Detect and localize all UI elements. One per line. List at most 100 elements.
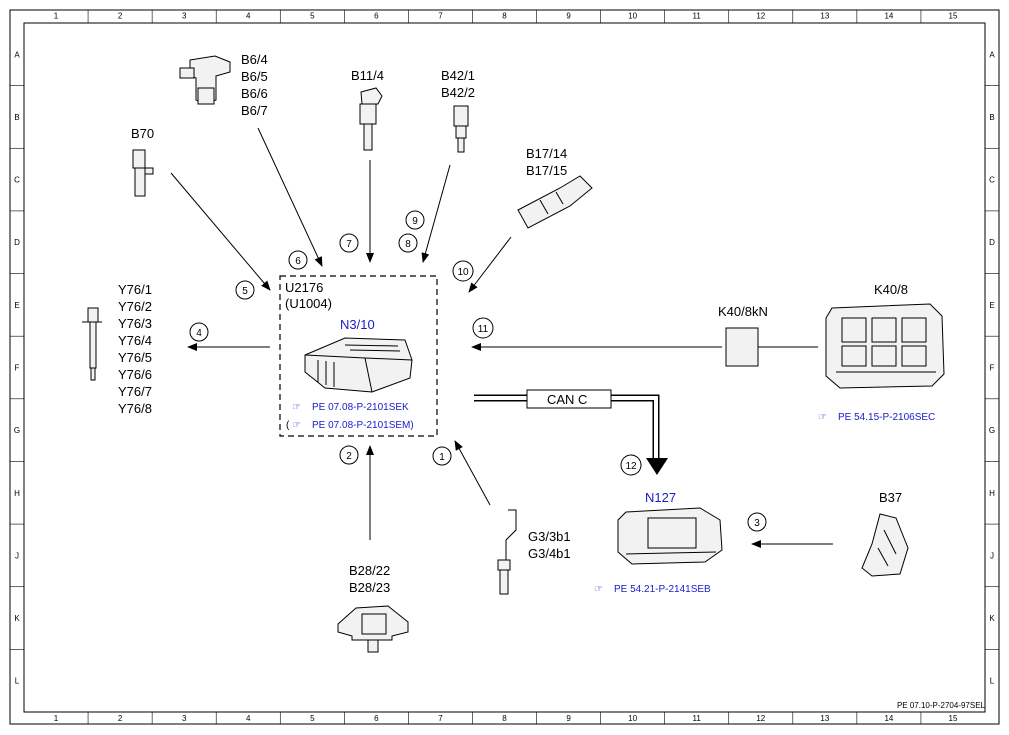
k40-8-label: K40/8	[874, 282, 908, 297]
arrow-6	[257, 127, 323, 267]
b70-label: B70	[131, 126, 154, 141]
n127-label: N127	[645, 490, 676, 505]
grid-row-label: D	[14, 238, 20, 247]
grid-labels: 1122334455667788991010111112121313141415…	[10, 10, 999, 724]
k40-8kn-relay-icon	[725, 327, 759, 367]
svg-text:11: 11	[478, 324, 489, 335]
ref-link[interactable]: PE 07.08-P-2101SEK	[312, 402, 409, 413]
b42-sensor-icon	[453, 105, 469, 153]
grid-row-label: C	[14, 176, 20, 185]
grid-column-label: 2	[118, 12, 123, 21]
grid-column-label: 14	[884, 12, 893, 21]
control-unit-name: N3/10	[340, 317, 375, 332]
b6-label-2: B6/5	[241, 69, 268, 84]
control-unit-ref2[interactable]: ( ☞ PE 07.08-P-2101SEM)	[286, 420, 414, 431]
svg-text:10: 10	[457, 267, 469, 278]
y76-label-6: Y76/6	[118, 367, 152, 382]
hand-icon: ☞	[818, 412, 827, 423]
g3-label-1: G3/3b1	[528, 529, 571, 544]
signal-8: 8	[398, 233, 418, 253]
g3-label-2: G3/4b1	[528, 546, 571, 561]
arrow-9	[421, 164, 451, 263]
signal-6: 6	[288, 250, 308, 270]
grid-column-label: 8	[502, 714, 507, 723]
ecu-icon	[304, 337, 413, 393]
footer-reference: PE 07.10-P-2704-97SEL	[897, 701, 986, 710]
svg-text:12: 12	[625, 461, 637, 472]
b70-sensor-icon	[132, 149, 154, 197]
b17-label-1: B17/14	[526, 146, 567, 161]
arrow-10	[468, 236, 512, 293]
grid-column-label: 12	[756, 12, 765, 21]
svg-text:2: 2	[346, 451, 352, 462]
grid-row-label: L	[15, 677, 20, 686]
control-unit-ref1[interactable]: ☞ PE 07.08-P-2101SEK	[292, 402, 409, 413]
grid-column-label: 9	[566, 12, 571, 21]
grid-row-label: J	[990, 551, 994, 560]
control-unit-label: U2176	[285, 280, 323, 295]
y76-label-7: Y76/7	[118, 384, 152, 399]
k40-8kn-label: K40/8kN	[718, 304, 768, 319]
ref-link[interactable]: PE 07.08-P-2101SEM)	[312, 420, 414, 431]
grid-column-label: 7	[438, 714, 443, 723]
can-label: CAN C	[547, 392, 587, 407]
grid-column-label: 11	[693, 12, 702, 21]
grid-row-label: B	[14, 113, 19, 122]
n127-ref[interactable]: ☞ PE 54.21-P-2141SEB	[594, 584, 711, 595]
b28-label-2: B28/23	[349, 580, 390, 595]
grid-column-label: 13	[820, 12, 829, 21]
grid-row-label: F	[15, 364, 20, 373]
grid-row-label: A	[14, 50, 20, 59]
svg-text:9: 9	[412, 216, 418, 227]
grid-column-label: 9	[566, 714, 571, 723]
signal-2: 2	[339, 445, 359, 465]
k40-8-ref[interactable]: ☞ PE 54.15-P-2106SEC	[818, 412, 935, 423]
control-unit-label2: (U1004)	[285, 296, 332, 311]
grid-row-label: F	[990, 364, 995, 373]
hand-icon: ☞	[292, 402, 301, 413]
grid-row-label: D	[989, 238, 995, 247]
grid-column-label: 14	[884, 714, 893, 723]
arrow-5	[170, 172, 271, 291]
grid-column-label: 5	[310, 12, 315, 21]
grid-column-label: 4	[246, 714, 251, 723]
g3-sensor-icon	[497, 509, 517, 595]
y76-label-1: Y76/1	[118, 282, 152, 297]
k40-8-fusebox-icon	[825, 303, 945, 389]
y76-label-2: Y76/2	[118, 299, 152, 314]
grid-column-label: 11	[693, 714, 702, 723]
grid-row-label: C	[989, 176, 995, 185]
grid-column-label: 15	[949, 714, 958, 723]
b37-label: B37	[879, 490, 902, 505]
grid-column-label: 10	[628, 714, 637, 723]
hand-icon: ☞	[292, 420, 301, 431]
signal-4: 4	[189, 322, 209, 342]
grid-row-label: H	[989, 489, 995, 498]
n127-module-icon	[617, 507, 723, 565]
b6-label-4: B6/7	[241, 103, 268, 118]
b17-label-2: B17/15	[526, 163, 567, 178]
grid-column-label: 4	[246, 12, 251, 21]
signal-5: 5	[235, 280, 255, 300]
ref-link[interactable]: PE 54.15-P-2106SEC	[838, 412, 935, 423]
can-label-box	[526, 389, 612, 409]
b17-sensor-icon	[517, 175, 593, 229]
signal-3: 3	[747, 512, 767, 532]
svg-text:1: 1	[439, 452, 445, 463]
signal-10: 10	[452, 260, 474, 282]
svg-text:3: 3	[754, 518, 760, 529]
grid-column-label: 12	[756, 714, 765, 723]
control-unit-boundary	[279, 275, 438, 437]
grid-row-label: K	[989, 614, 995, 623]
grid-column-label: 2	[118, 714, 123, 723]
grid-row-label: G	[14, 426, 20, 435]
hand-icon: ☞	[594, 584, 603, 595]
grid-row-label: E	[14, 301, 19, 310]
grid-column-label: 7	[438, 12, 443, 21]
grid-column-label: 1	[54, 12, 59, 21]
signal-7: 7	[339, 233, 359, 253]
signal-1: 1	[432, 446, 452, 466]
ref-link[interactable]: PE 54.21-P-2141SEB	[614, 584, 711, 595]
b42-label-2: B42/2	[441, 85, 475, 100]
grid-column-label: 6	[374, 12, 379, 21]
